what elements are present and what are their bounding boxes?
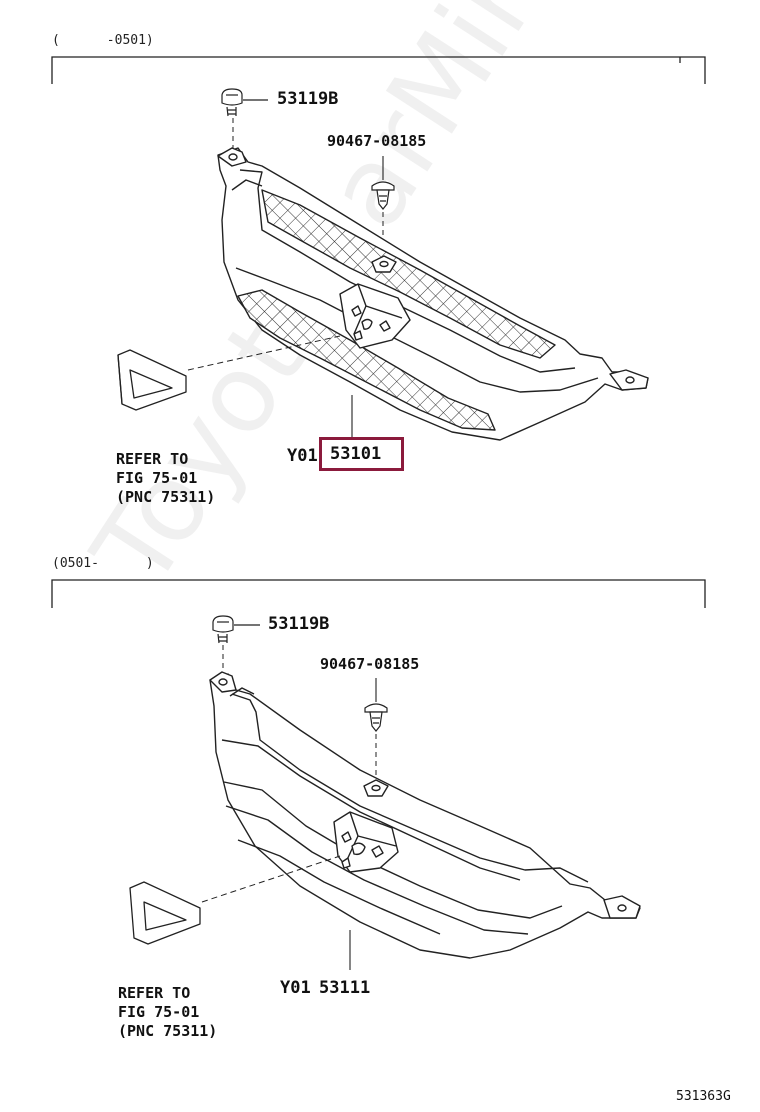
bolt-icon xyxy=(221,88,243,117)
emblem-bracket-icon xyxy=(117,349,187,411)
part-label-clip[interactable]: 90467-08185 xyxy=(320,655,420,673)
section-2-frame xyxy=(51,579,706,608)
part-label-bolt[interactable]: 53119B xyxy=(277,89,339,109)
bolt-icon xyxy=(212,615,234,644)
section-2-range: (0501- ) xyxy=(52,556,154,571)
emblem-bracket-icon xyxy=(129,881,201,945)
clip-icon xyxy=(364,703,388,732)
reference-line-1: REFER TO xyxy=(116,450,189,468)
highlighted-part-box[interactable] xyxy=(319,437,404,471)
section-1-range: ( -0501) xyxy=(52,33,154,48)
part-label-grille[interactable]: 53101 xyxy=(330,444,382,464)
section-1-frame xyxy=(51,56,706,84)
part-label-grille[interactable]: 53111 xyxy=(319,978,371,998)
reference-line-3: (PNC 75311) xyxy=(118,1022,218,1040)
reference-line-2[interactable]: FIG 75-01 xyxy=(118,1003,200,1021)
reference-line-1: REFER TO xyxy=(118,984,191,1002)
grille-1 xyxy=(217,147,649,441)
grille-prefix: Y01 xyxy=(287,446,318,466)
part-label-bolt[interactable]: 53119B xyxy=(268,614,330,634)
reference-line-3: (PNC 75311) xyxy=(116,488,216,506)
clip-icon xyxy=(371,181,395,210)
grille-2 xyxy=(209,671,641,959)
reference-line-2[interactable]: FIG 75-01 xyxy=(116,469,198,487)
figure-code: 531363G xyxy=(676,1089,731,1104)
part-label-clip[interactable]: 90467-08185 xyxy=(327,132,427,150)
grille-prefix: Y01 xyxy=(280,978,311,998)
